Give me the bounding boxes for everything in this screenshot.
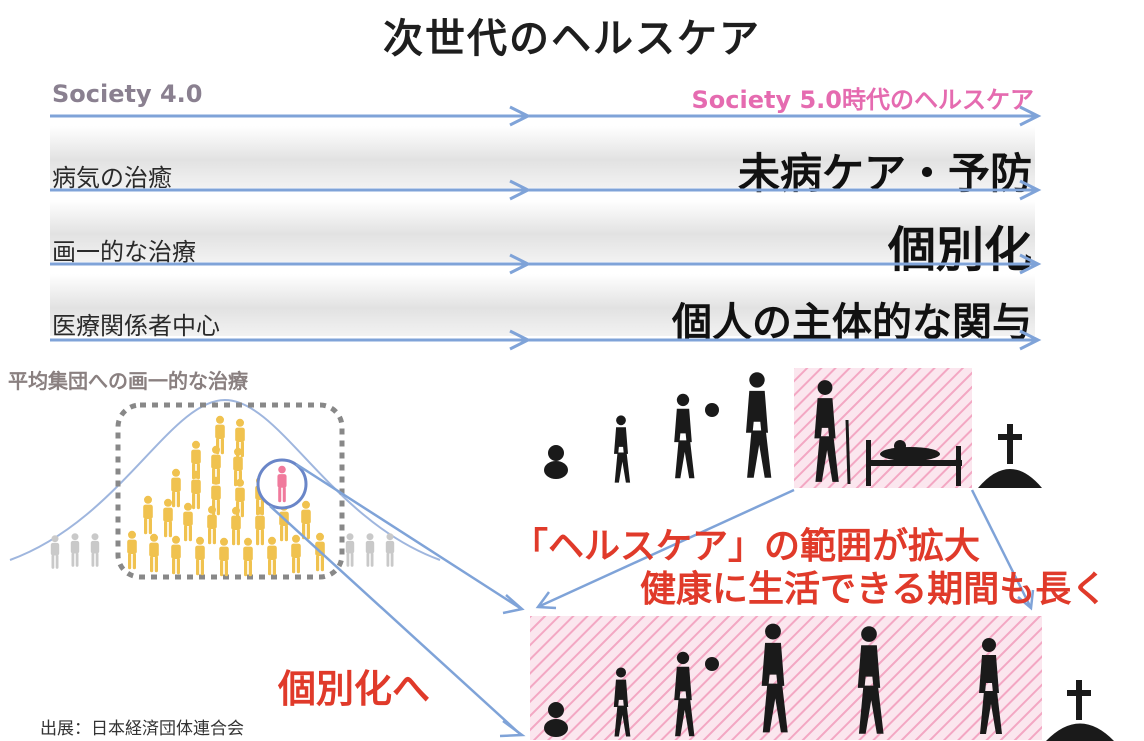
row-1-from: 病気の治癒 bbox=[52, 164, 172, 192]
arrow-head-mid-4 bbox=[509, 329, 532, 351]
source-note: 出展：日本経済団体連合会 bbox=[40, 719, 244, 739]
baby-icon bbox=[544, 445, 568, 479]
arrow-head-end-2 bbox=[1019, 179, 1042, 201]
life-stages-current bbox=[544, 372, 1042, 488]
row-band-2 bbox=[50, 200, 1035, 262]
healthy-lifespan-caption: 健康に生活できる期間も長く bbox=[640, 569, 1108, 610]
row-2-to: 個別化 bbox=[887, 222, 1032, 278]
child-icon bbox=[614, 415, 631, 483]
average-population-caption: 平均集団への画一的な治療 bbox=[8, 369, 248, 393]
arrow-head-end-4 bbox=[1019, 329, 1042, 351]
sickbed-icon bbox=[866, 440, 962, 486]
grave-icon bbox=[978, 424, 1042, 488]
grave-icon-future bbox=[1046, 680, 1114, 741]
row-3-to: 個人の主体的な関与 bbox=[672, 300, 1032, 346]
row-3-from: 医療関係者中心 bbox=[52, 312, 220, 340]
healthcare-scope-caption: 「ヘルスケア」の範囲が拡大 bbox=[512, 526, 981, 567]
row-2-from: 画一的な治療 bbox=[52, 238, 196, 266]
row-band-3 bbox=[50, 274, 1035, 336]
arrow-head-mid-2 bbox=[509, 179, 532, 201]
arrow-head-mid-1 bbox=[509, 105, 532, 127]
bell-curve bbox=[9, 398, 441, 561]
zoom-lines bbox=[269, 462, 526, 738]
page-title: 次世代のヘルスケア bbox=[383, 16, 761, 62]
lifespan-expansion-arrows bbox=[535, 488, 1035, 611]
youth-kicking-icon-future bbox=[674, 651, 719, 737]
arrow-head-end-3 bbox=[1019, 253, 1042, 275]
average-group-frame bbox=[115, 402, 345, 580]
baby-icon-future bbox=[544, 702, 568, 737]
youth-kicking-icon bbox=[674, 393, 719, 479]
society-4-label: Society 4.0 bbox=[52, 80, 203, 108]
society-5-label: Society 5.0時代のヘルスケア bbox=[691, 86, 1035, 114]
personalization-caption: 個別化へ bbox=[278, 667, 431, 711]
adult-icon bbox=[746, 372, 772, 478]
arrow-head-end-1 bbox=[1019, 105, 1042, 127]
life-stages-future bbox=[544, 623, 1114, 741]
arrow-head-mid-3 bbox=[509, 253, 532, 275]
row-band-1 bbox=[50, 126, 1035, 188]
